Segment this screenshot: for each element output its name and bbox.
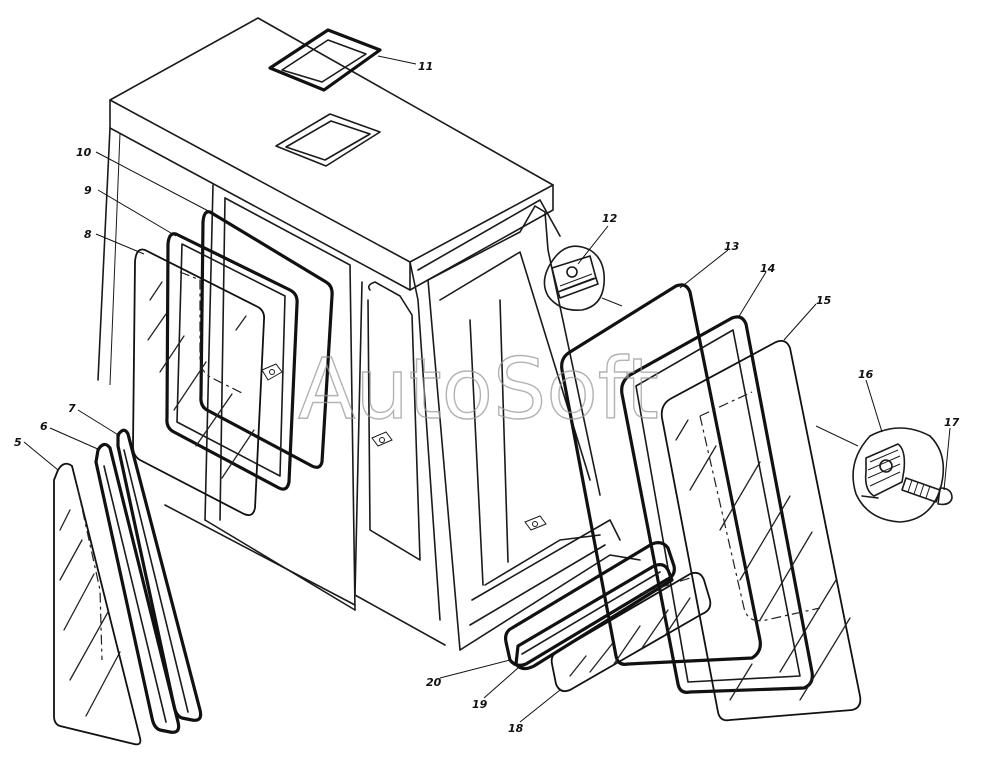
rear-window-seal-13 <box>560 283 762 666</box>
rear-window-seal-14 <box>620 315 814 694</box>
callout-6: 6 <box>40 420 48 433</box>
lower-window-glass-18 <box>550 571 712 693</box>
callout-18: 18 <box>508 722 524 735</box>
callout-13: 13 <box>724 240 740 253</box>
callout-17: 17 <box>944 416 960 429</box>
front-left-seal-6 <box>94 442 181 734</box>
roof-hatch-seal <box>268 28 382 92</box>
callout-14: 14 <box>760 262 775 275</box>
callout-15: 15 <box>816 294 832 307</box>
callout-labels: 11 10 9 8 7 6 5 12 13 14 15 16 17 18 19 … <box>14 60 960 735</box>
callout-19: 19 <box>472 698 488 711</box>
callout-8: 8 <box>84 228 92 241</box>
bolt-detail-17 <box>901 477 953 506</box>
callout-9: 9 <box>84 184 92 197</box>
left-window-glass-8 <box>132 248 266 517</box>
cab-body <box>97 17 641 651</box>
rear-window-glass-15 <box>660 339 862 722</box>
callout-5: 5 <box>14 436 22 449</box>
left-window-seal-9 <box>165 232 299 491</box>
clip-detail-16 <box>815 425 945 523</box>
front-left-glass-5 <box>53 462 142 746</box>
leader-lines <box>23 55 951 723</box>
callout-10: 10 <box>76 146 92 159</box>
left-window-seal-10 <box>199 210 334 469</box>
lower-window-seal-19 <box>514 563 674 671</box>
callout-11: 11 <box>418 60 433 73</box>
callout-7: 7 <box>68 402 76 415</box>
bracket-detail-12 <box>543 245 623 312</box>
watermark: AutoSoft <box>298 340 659 438</box>
callout-16: 16 <box>858 368 874 381</box>
callout-20: 20 <box>426 676 442 689</box>
lower-window-seal-20 <box>504 541 676 667</box>
callout-12: 12 <box>602 212 618 225</box>
